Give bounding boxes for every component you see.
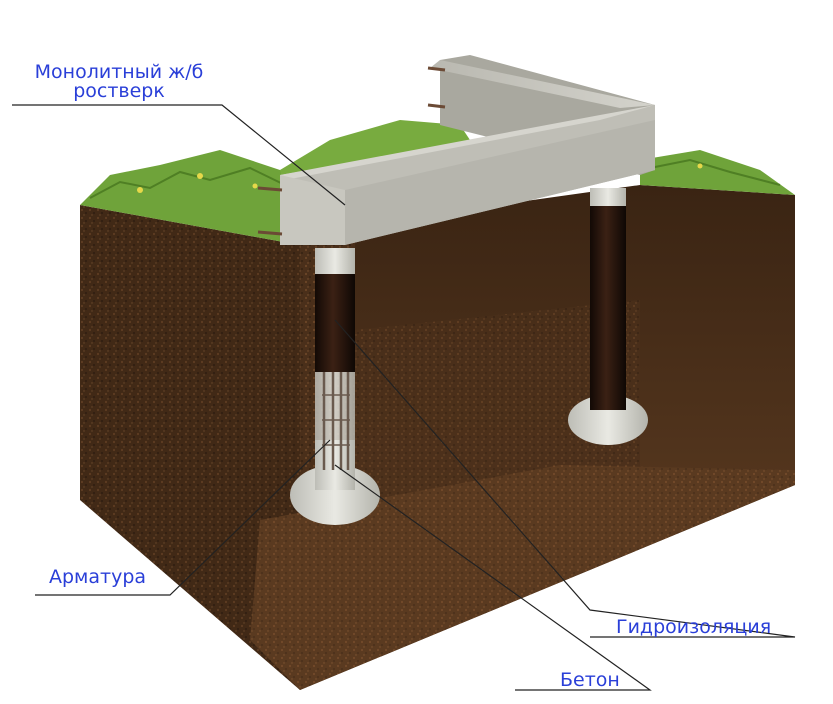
label-grillage-line1: Монолитный ж/б	[34, 61, 204, 83]
grillage-beam	[257, 55, 655, 245]
front-pile	[290, 248, 380, 525]
label-monolithic-grillage: Монолитный ж/б ростверк	[24, 63, 214, 101]
label-grillage-line2: ростверк	[73, 80, 165, 102]
label-waterproofing: Гидроизоляция	[616, 616, 772, 638]
label-rebar: Арматура	[49, 566, 147, 588]
back-pile	[568, 188, 648, 445]
leader-lines	[12, 104, 796, 691]
rebar-cage	[322, 372, 350, 470]
excavation-pit	[250, 185, 795, 690]
label-concrete: Бетон	[560, 669, 620, 691]
